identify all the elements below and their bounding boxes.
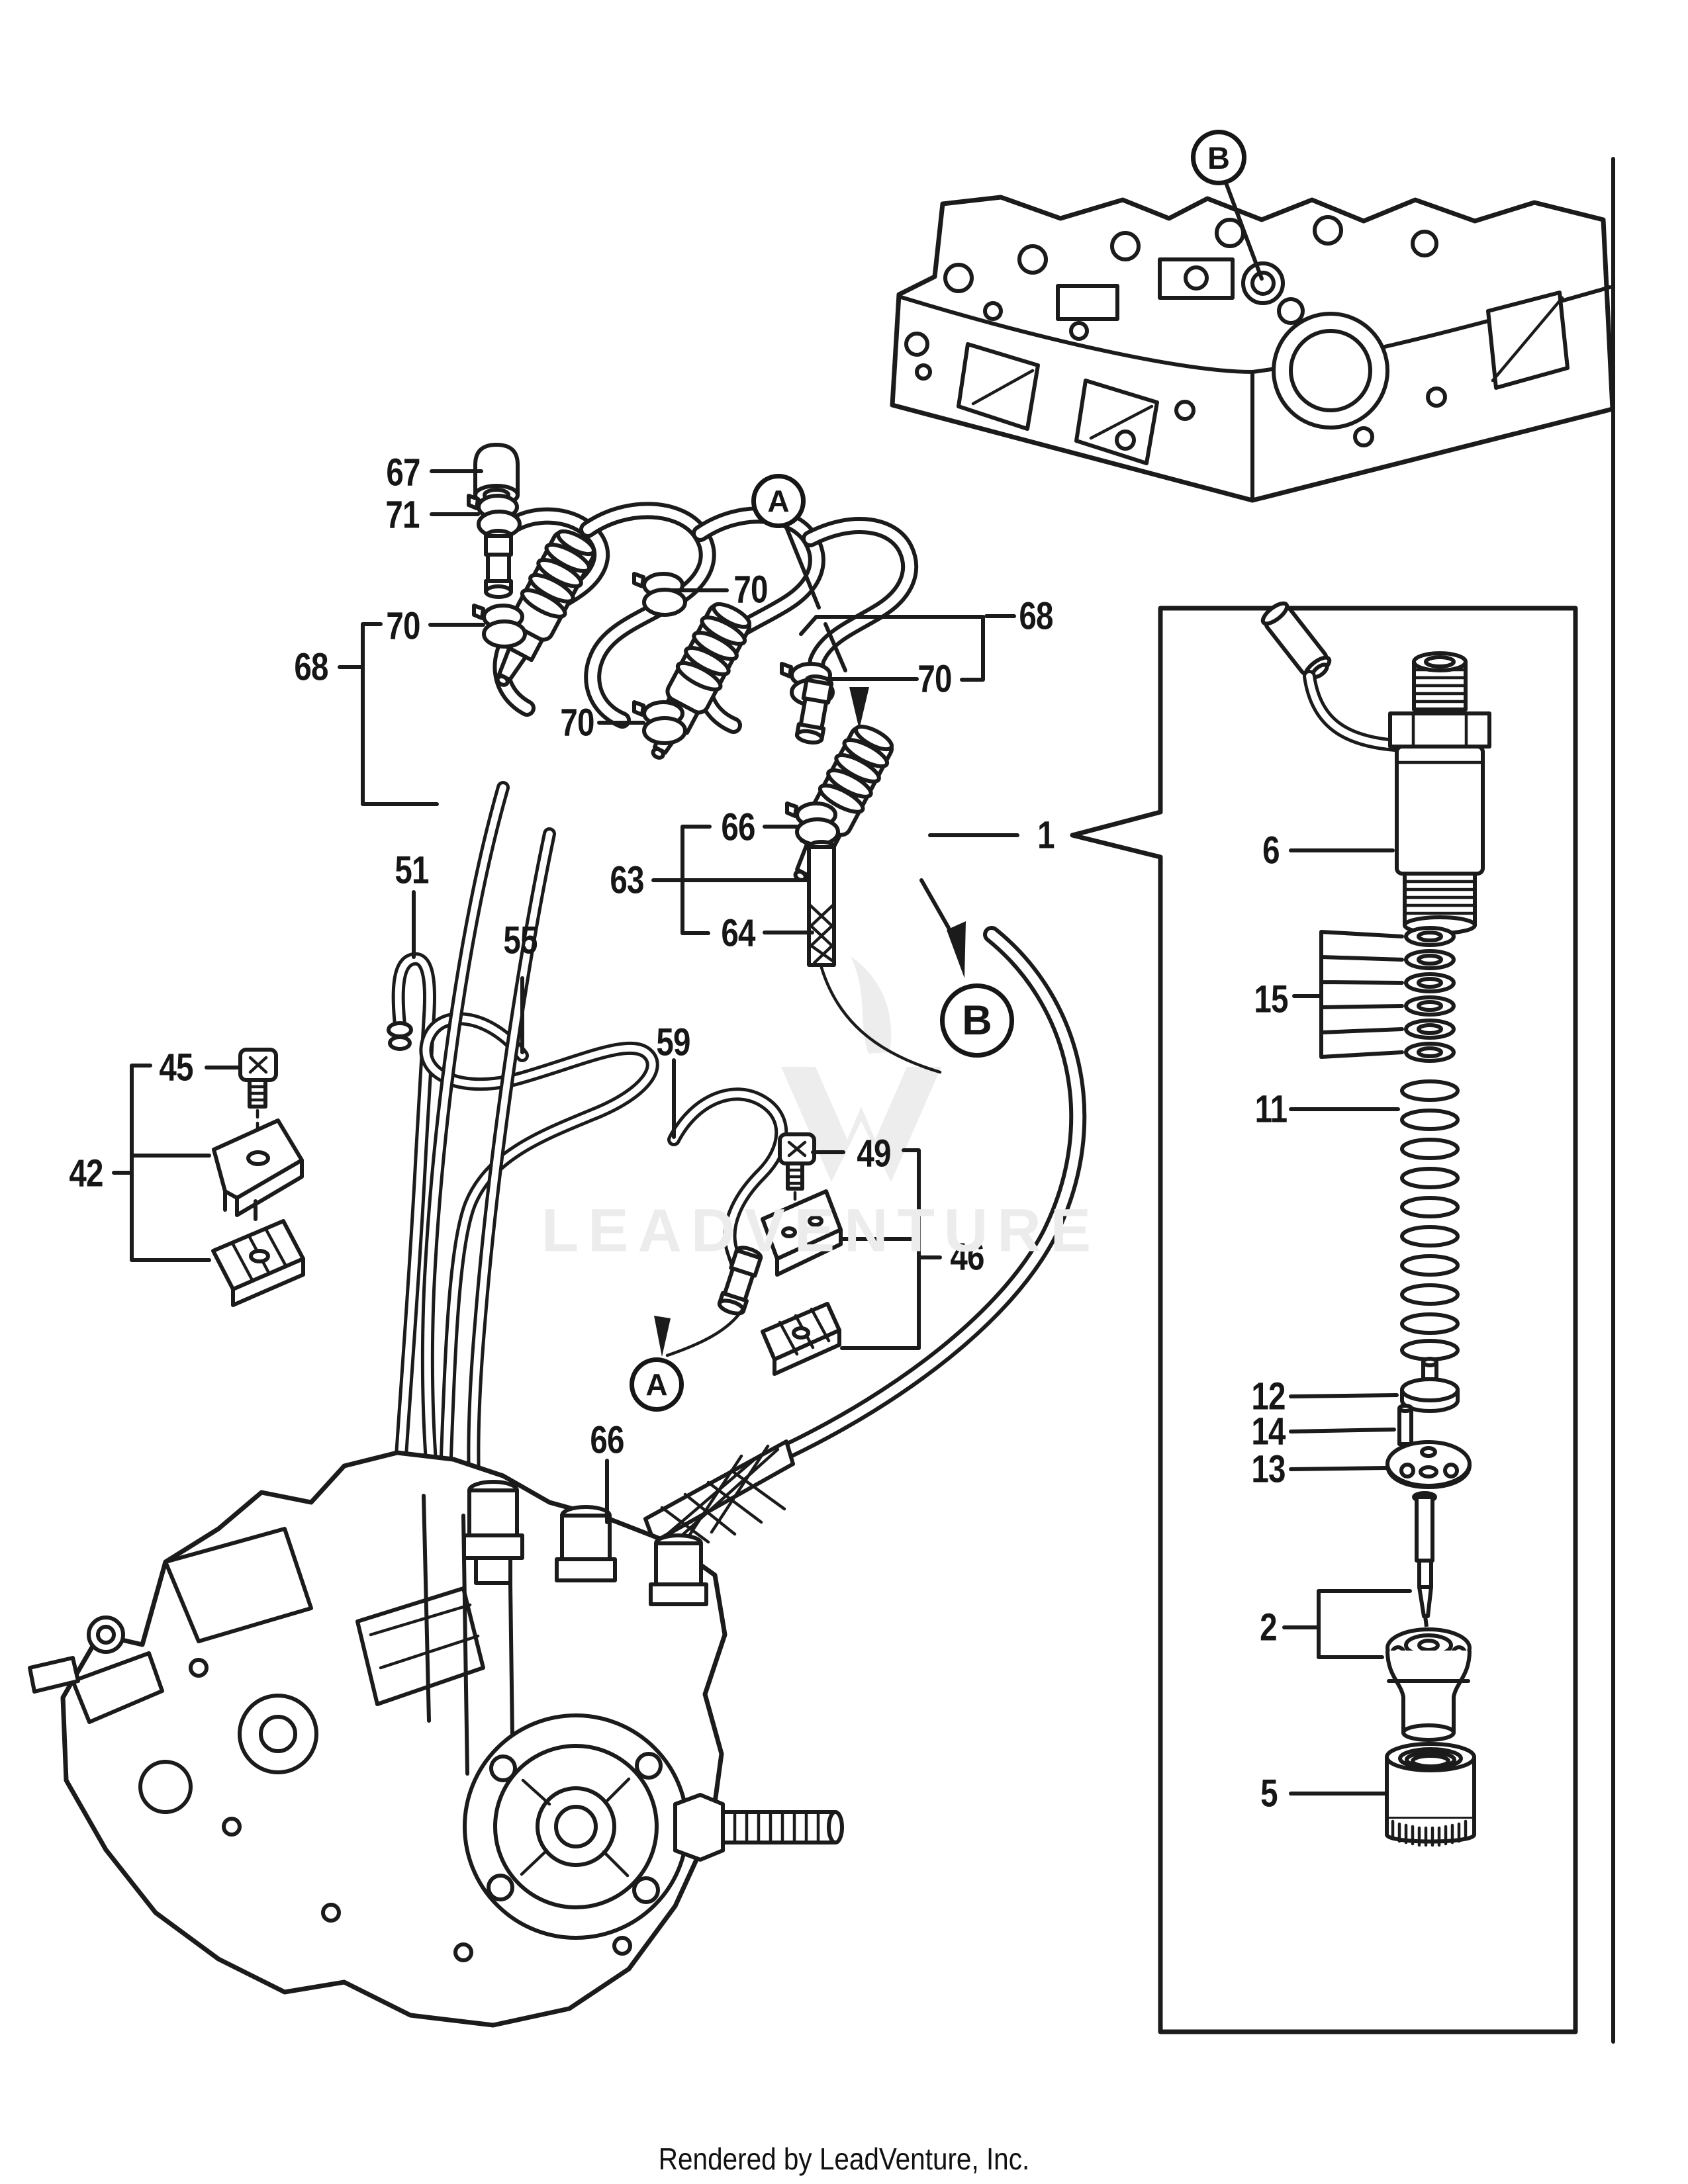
part-label-12-23: 12: [1251, 1375, 1286, 1418]
part-label-2-26: 2: [1260, 1606, 1277, 1649]
part-label-66-8: 66: [721, 805, 755, 849]
part-label-49-17: 49: [857, 1132, 891, 1175]
part-label-14-24: 14: [1251, 1410, 1286, 1453]
part-label-64-10: 64: [721, 911, 755, 955]
part-13-drawing: [1289, 1440, 1472, 1489]
fuel-return-hose-drawing: [581, 926, 1087, 1592]
part-label-70-2: 70: [733, 568, 768, 612]
part-5-drawing: [1289, 1742, 1476, 1847]
part-label-5-27: 5: [1260, 1772, 1278, 1815]
view-callout-b-2: B: [940, 983, 1014, 1058]
part-15-drawing: [1292, 928, 1454, 1061]
footer-credit: Rendered by LeadVenture, Inc.: [658, 2142, 1030, 2176]
part-label-68-4: 68: [294, 645, 328, 689]
part-11-drawing: [1289, 1079, 1460, 1361]
clamp-assembly-42-drawing: [211, 1048, 305, 1307]
part-label-70-3: 70: [386, 604, 420, 648]
clamp-assembly-46-drawing: [761, 1132, 843, 1376]
injector-detail-box: [1070, 601, 1578, 2034]
injection-lines-drawing: [469, 443, 919, 967]
part-label-6-20: 6: [1262, 829, 1280, 872]
cylinder-head-drawing: [890, 195, 1615, 503]
part-label-63-9: 63: [610, 858, 644, 902]
part-label-68-5: 68: [1019, 594, 1053, 638]
part-label-1-11: 1: [1037, 813, 1055, 857]
part-label-42-16: 42: [69, 1152, 103, 1195]
part-label-70-7: 70: [560, 701, 594, 745]
view-callout-a-0: A: [751, 474, 806, 528]
view-callout-a-3: A: [630, 1357, 684, 1412]
part-label-66-19: 66: [590, 1418, 624, 1462]
part-label-71-1: 71: [385, 493, 420, 537]
part-6-drawing: [1260, 601, 1491, 935]
part-label-13-25: 13: [1251, 1447, 1286, 1491]
leader-lines: [112, 183, 1264, 1524]
injection-pump-drawing: [28, 1450, 844, 2028]
part-label-59-14: 59: [656, 1021, 690, 1064]
part-2-drawing: [1282, 1491, 1472, 1742]
watermark-text: LEADVENTURE: [541, 1197, 1101, 1265]
part-label-46-18: 46: [950, 1235, 984, 1279]
view-callout-b-1: B: [1191, 130, 1246, 185]
part-label-11-22: 11: [1254, 1087, 1288, 1131]
part-label-67-0: 67: [386, 451, 420, 494]
part-label-70-6: 70: [917, 657, 952, 701]
part-14-drawing: [1289, 1404, 1413, 1446]
part-label-51-12: 51: [395, 848, 429, 892]
part-label-15-21: 15: [1254, 978, 1288, 1021]
part-12-drawing: [1289, 1357, 1460, 1413]
part-label-45-15: 45: [159, 1046, 193, 1089]
part-label-55-13: 55: [503, 919, 538, 962]
